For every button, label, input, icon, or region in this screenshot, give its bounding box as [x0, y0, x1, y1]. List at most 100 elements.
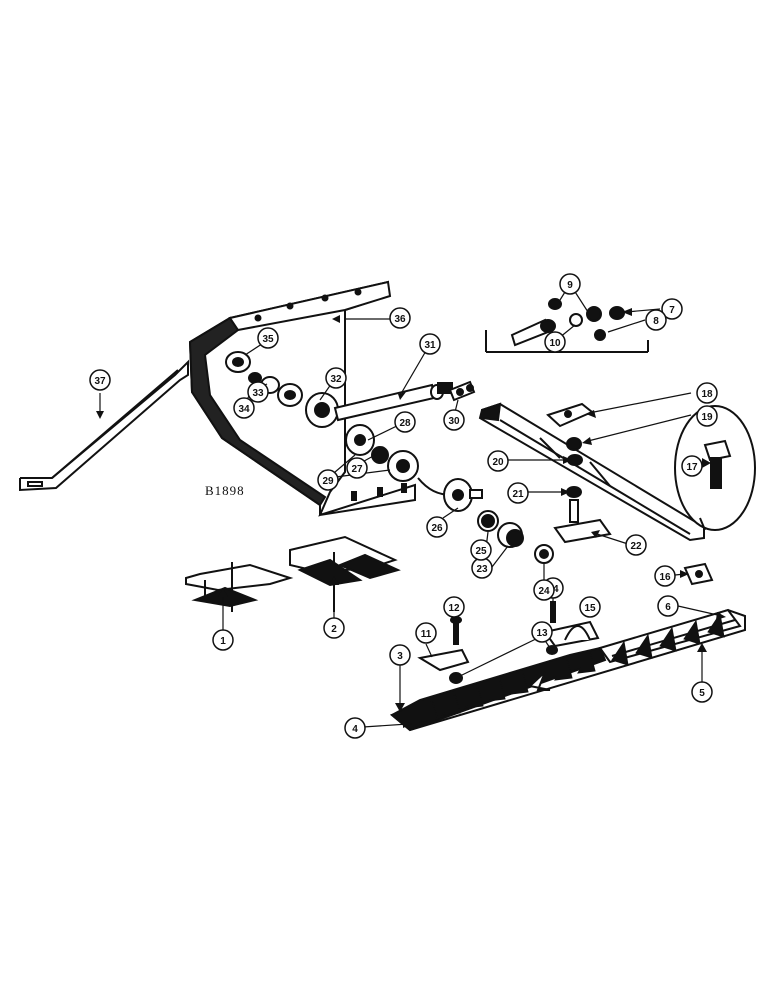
- callout-number: 28: [399, 418, 411, 429]
- callout-23: 23: [471, 557, 493, 579]
- callout-circle: [257, 327, 279, 349]
- callout-circle: [696, 382, 718, 404]
- callout-number: 12: [448, 603, 460, 614]
- callout-circle: [389, 644, 411, 666]
- part-20-main-bar: [478, 402, 705, 542]
- crank-assembly: [417, 477, 554, 564]
- callout-circle: [344, 717, 366, 739]
- callout-number: 29: [322, 476, 334, 487]
- callout-number: 18: [701, 389, 713, 400]
- callout-circle: [89, 369, 111, 391]
- callout-number: 30: [448, 416, 460, 427]
- callout-number: 23: [476, 564, 488, 575]
- callout-28: 28: [394, 411, 416, 433]
- part-31-shaft: [333, 382, 453, 422]
- callout-21: 21: [507, 482, 529, 504]
- callout-circle: [233, 397, 255, 419]
- callout-number: 21: [512, 489, 524, 500]
- callout-29: 29: [317, 469, 339, 491]
- callout-6: 6: [657, 595, 679, 617]
- part-30-coupling: [448, 380, 476, 402]
- callout-11: 11: [415, 622, 437, 644]
- callout-2: 2: [323, 617, 345, 639]
- callout-number: 26: [431, 523, 443, 534]
- part-36-housing: [188, 280, 416, 517]
- callout-circle: [389, 307, 411, 329]
- callout-circle: [212, 629, 234, 651]
- knife-teeth: [419, 612, 725, 723]
- callout-17: 17: [681, 455, 703, 477]
- callout-35: 35: [257, 327, 279, 349]
- callout-25: 25: [470, 539, 492, 561]
- callout-circle: [645, 309, 667, 331]
- callout-31: 31: [419, 333, 441, 355]
- part-2-guard: [289, 535, 401, 612]
- callout-circle: [487, 450, 509, 472]
- callout-8: 8: [645, 309, 667, 331]
- callout-circle: [317, 469, 339, 491]
- callout-number: 2: [331, 624, 337, 635]
- callout-number: 10: [549, 338, 561, 349]
- callout-number: 25: [475, 546, 487, 557]
- callout-number: 22: [630, 541, 642, 552]
- callout-3: 3: [389, 644, 411, 666]
- callout-37: 37: [89, 369, 111, 391]
- callout-22: 22: [625, 534, 647, 556]
- callout-number: 5: [699, 688, 705, 699]
- callout-circle: [625, 534, 647, 556]
- callout-circle: [691, 681, 713, 703]
- drawing-code-label: B1898: [205, 483, 245, 498]
- callout-30: 30: [443, 409, 465, 431]
- part-37-support-bar: [19, 359, 189, 492]
- callout-circle: [325, 367, 347, 389]
- callout-circle: [507, 482, 529, 504]
- callout-34: 34: [233, 397, 255, 419]
- callout-1: 1: [212, 629, 234, 651]
- callout-number: 32: [330, 374, 342, 385]
- callout-number: 3: [397, 651, 403, 662]
- callout-number: 37: [94, 376, 106, 387]
- callout-13: 13: [531, 621, 553, 643]
- linkage-parts: [485, 298, 649, 353]
- callout-number: 9: [567, 280, 573, 291]
- callout-circle: [346, 457, 368, 479]
- callout-number: 20: [492, 457, 504, 468]
- callout-number: 6: [665, 602, 671, 613]
- callout-circle: [247, 381, 269, 403]
- callout-circle: [426, 516, 448, 538]
- callout-10: 10: [544, 331, 566, 353]
- callout-number: 35: [262, 334, 274, 345]
- callout-circle: [394, 411, 416, 433]
- callout-32: 32: [325, 367, 347, 389]
- callout-circle: [654, 565, 676, 587]
- callout-circle: [419, 333, 441, 355]
- callout-26: 26: [426, 516, 448, 538]
- callout-number: 7: [669, 305, 675, 316]
- callout-number: 24: [538, 586, 550, 597]
- callout-circle: [661, 298, 683, 320]
- callout-4: 4: [344, 717, 366, 739]
- callout-circle: [559, 273, 581, 295]
- part-17-bolt: [674, 405, 756, 531]
- callout-number: 36: [394, 314, 406, 325]
- callout-circle: [533, 579, 555, 601]
- callout-circle: [579, 596, 601, 618]
- callout-circle: [443, 596, 465, 618]
- callout-12: 12: [443, 596, 465, 618]
- callout-27: 27: [346, 457, 368, 479]
- callout-circle: [696, 405, 718, 427]
- callout-circle: [657, 595, 679, 617]
- callout-number: 1: [220, 636, 226, 647]
- callout-5: 5: [691, 681, 713, 703]
- callout-bubbles: 1234567891011121314151617181920212223242…: [89, 273, 718, 739]
- callout-circle: [415, 622, 437, 644]
- callout-18: 18: [696, 382, 718, 404]
- callout-circle: [531, 621, 553, 643]
- callout-number: 4: [352, 724, 358, 735]
- callout-number: 13: [536, 628, 548, 639]
- callout-circle: [470, 539, 492, 561]
- callout-circle: [681, 455, 703, 477]
- callout-circle: [323, 617, 345, 639]
- bearing-assembly: [225, 351, 419, 482]
